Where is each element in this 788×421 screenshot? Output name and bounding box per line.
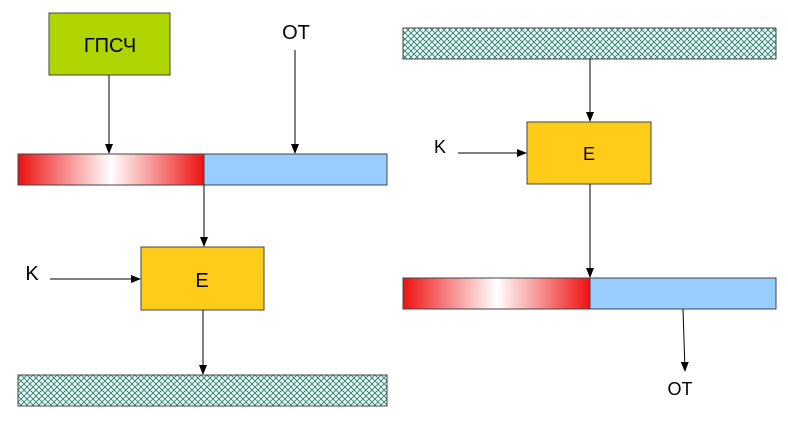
right-random-block — [402, 277, 591, 310]
right-plain-block — [589, 277, 777, 310]
left-plain-block — [203, 153, 388, 186]
left-key-label: K — [25, 263, 39, 285]
right-ciphertext-block — [402, 27, 777, 60]
left-random-block — [17, 153, 205, 186]
prng-label: ГПСЧ — [84, 35, 136, 57]
left-diagram: ГПСЧ OT K E — [17, 12, 388, 407]
left-encrypt-label: E — [195, 270, 208, 292]
right-plaintext-label: OT — [668, 379, 693, 399]
right-encrypt-label: E — [583, 144, 595, 164]
right-key-label: K — [434, 137, 446, 157]
prng-box — [48, 12, 171, 76]
right-encrypt-box — [526, 121, 652, 185]
left-ciphertext-block — [17, 374, 388, 407]
left-plaintext-label: OT — [282, 22, 310, 44]
right-plaintext-arrow — [680, 308, 689, 372]
right-diagram: K E OT — [402, 27, 777, 399]
